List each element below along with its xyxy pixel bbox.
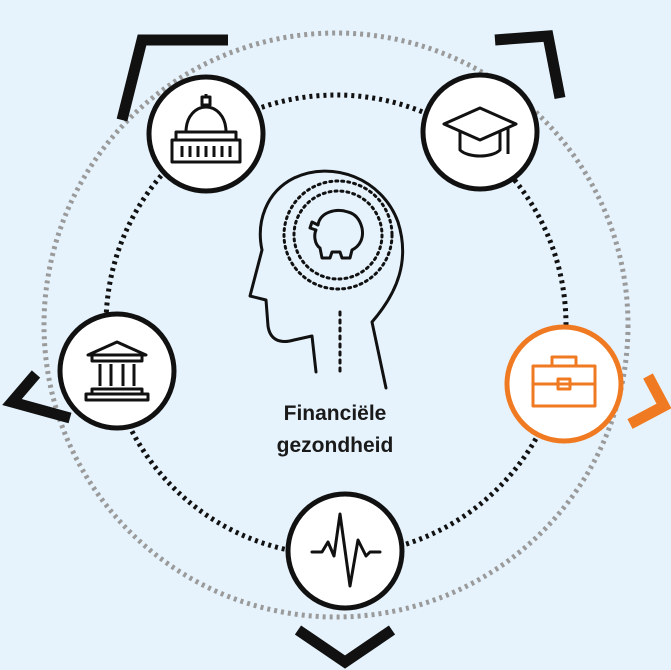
heartbeat-pulse-icon [310, 512, 382, 588]
node-capitol[interactable] [146, 74, 266, 194]
bracket-left [2, 370, 72, 424]
capitol-dome-icon [170, 94, 242, 164]
center-label: Financiële gezondheid [235, 398, 435, 462]
bracket-top-right [494, 30, 566, 100]
graduation-cap-icon [442, 106, 518, 158]
center-label-line2: gezondheid [276, 434, 394, 457]
head-with-piggy-bank-icon [248, 169, 405, 390]
bank-building-icon [84, 340, 150, 402]
node-bank[interactable] [57, 311, 177, 431]
bracket-bottom [294, 625, 396, 669]
outer-dotted-ring [41, 30, 631, 620]
node-health[interactable] [285, 491, 405, 611]
toolbox-icon [531, 355, 597, 408]
bracket-top-left [116, 34, 228, 122]
node-education[interactable] [420, 72, 540, 192]
node-career[interactable] [504, 324, 624, 444]
center-label-line1: Financiële [283, 402, 387, 425]
bracket-right [627, 373, 671, 429]
